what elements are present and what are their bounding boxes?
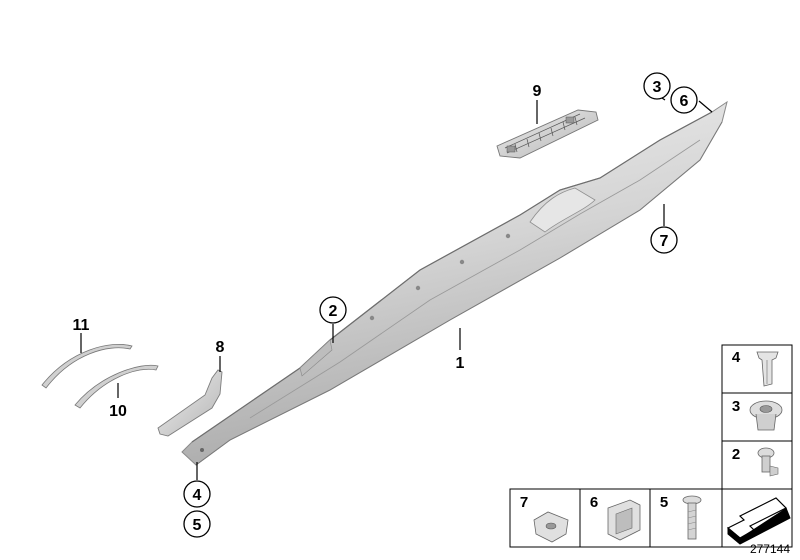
callout-4: 4 [183, 480, 211, 508]
grommet-nut-icon [749, 400, 783, 431]
direction-arrow-icon [726, 497, 791, 545]
svg-text:7: 7 [520, 494, 528, 511]
callout-2: 2 [319, 296, 347, 324]
legend-right-column: 4 3 2 [721, 344, 793, 490]
svg-text:3: 3 [732, 398, 740, 415]
callout-8: 8 [216, 339, 225, 356]
svg-text:5: 5 [193, 517, 202, 534]
svg-text:2: 2 [732, 446, 740, 463]
side-sill-cover [181, 100, 728, 466]
svg-text:7: 7 [660, 233, 669, 250]
callout-6: 6 [670, 86, 698, 114]
u-nut-clip-icon [533, 511, 569, 543]
callout-5: 5 [183, 510, 211, 538]
bracket-part [496, 109, 599, 159]
svg-text:2: 2 [329, 303, 338, 320]
svg-text:3: 3 [653, 79, 662, 96]
svg-text:9: 9 [533, 83, 542, 100]
strip-part-10 [74, 364, 159, 409]
reference-number: 277144 [750, 542, 790, 556]
svg-text:8: 8 [216, 339, 225, 356]
svg-text:4: 4 [732, 349, 741, 366]
callout-10: 10 [109, 403, 127, 420]
svg-text:4: 4 [193, 487, 202, 504]
callout-9: 9 [533, 83, 542, 100]
leader-lines [80, 95, 713, 480]
strip-part-11 [41, 343, 133, 389]
clip-fastener-icon [756, 351, 779, 387]
svg-text:11: 11 [73, 317, 90, 334]
svg-text:6: 6 [590, 494, 598, 511]
svg-text:6: 6 [680, 93, 689, 110]
screw-icon [757, 447, 779, 477]
svg-text:10: 10 [109, 403, 127, 420]
retainer-clip-icon [607, 499, 641, 541]
svg-text:5: 5 [660, 494, 668, 511]
callout-1: 1 [456, 355, 465, 372]
svg-text:1: 1 [456, 355, 465, 372]
legend-bottom-row: 7 6 5 [509, 488, 793, 548]
callout-11: 11 [73, 317, 90, 334]
callout-3: 3 [643, 72, 671, 100]
trim-piece [157, 369, 223, 437]
callout-7: 7 [650, 226, 678, 254]
bolt-icon [682, 495, 702, 540]
